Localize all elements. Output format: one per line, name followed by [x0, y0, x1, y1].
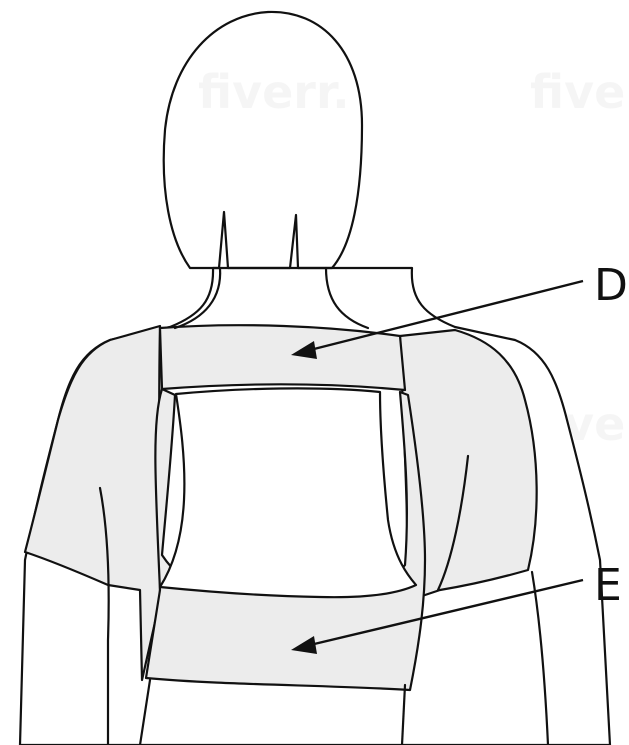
callout-label-e: E — [594, 560, 622, 611]
callout-label-d: D — [594, 260, 628, 311]
hair-outline — [164, 12, 362, 268]
watermark-text: fiverr. — [530, 65, 629, 119]
open-back-window — [160, 388, 416, 597]
head — [164, 12, 362, 268]
watermark-text: fiverr. — [198, 65, 350, 119]
